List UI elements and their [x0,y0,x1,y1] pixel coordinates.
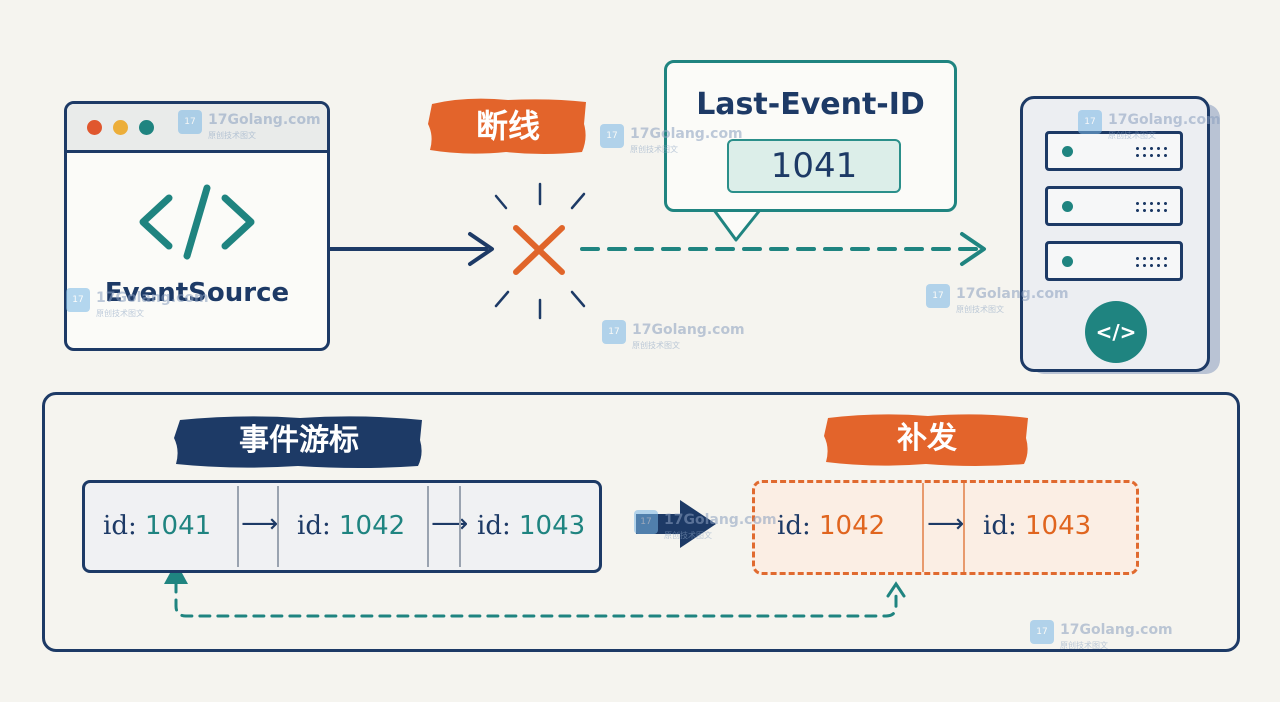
led-icon [1062,201,1073,212]
watermark-logo-icon: 17 [178,110,202,134]
cell-divider [963,483,965,572]
callout-title: Last-Event-ID [696,87,925,122]
watermark-logo-icon: 17 [1078,110,1102,134]
yellow-dot-icon [113,120,128,135]
green-dot-icon [139,120,154,135]
red-dot-icon [87,120,102,135]
server: </> [1020,96,1210,372]
event-cursor-label: 事件游标 [172,412,426,470]
disconnect-label: 断线 [426,94,590,158]
server-rack-1 [1045,131,1183,171]
watermark-logo-icon: 17 [66,288,90,312]
event-id-cell: id: 1041 [103,511,212,541]
client-arrowhead [468,232,494,266]
loop-arrowhead-right [886,581,906,598]
vent-icon [1134,200,1168,214]
cell-divider [459,486,461,567]
server-rack-3 [1045,241,1183,281]
watermark-logo-icon: 17 [1030,620,1054,644]
right-arrow-icon: ⟶ [241,509,279,539]
right-arrow-icon: ⟶ [431,509,469,539]
watermark: 17 17Golang.com 原创技术图文 [600,124,750,158]
watermark-logo-icon: 17 [600,124,624,148]
server-code-icon: </> [1085,301,1147,363]
cell-divider [427,486,429,567]
resend-box: id: 1042 ⟶ id: 1043 [752,480,1139,575]
watermark-logo-icon: 17 [602,320,626,344]
led-icon [1062,256,1073,267]
watermark: 17 17Golang.com 原创技术图文 [178,110,328,144]
break-spark-lines [494,182,586,320]
reconnect-arrowhead [960,232,986,266]
replay-panel [42,392,1240,652]
cell-divider [277,486,279,567]
eventsource-label: EventSource [104,278,290,308]
callout-tail [712,208,762,242]
watermark: 17 17Golang.com 原创技术图文 [602,320,752,354]
cell-divider [922,483,924,572]
resend-id-cell: id: 1042 [777,511,886,541]
watermark-logo-icon: 17 [634,510,658,534]
watermark: 17 17Golang.com 原创技术图文 [926,284,1076,318]
server-rack-2 [1045,186,1183,226]
vent-icon [1134,255,1168,269]
resend-id-cell: id: 1043 [983,511,1092,541]
resend-label: 补发 [822,410,1032,468]
watermark-logo-icon: 17 [926,284,950,308]
watermark: 17 17Golang.com 原创技术图文 [66,288,216,322]
led-icon [1062,146,1073,157]
right-arrow-icon: ⟶ [927,509,965,539]
loop-arrowhead-left [164,562,188,584]
disconnect-x-icon [513,225,565,275]
callout-id-value: 1041 [727,139,901,193]
last-event-id-callout: Last-Event-ID 1041 [664,60,957,212]
watermark: 17 17Golang.com 原创技术图文 [1030,620,1180,654]
event-cursor-box: id: 1041 ⟶ id: 1042 ⟶ id: 1043 [82,480,602,573]
feedback-dashed-loop [174,580,898,618]
event-id-cell: id: 1043 [477,511,586,541]
watermark: 17 17Golang.com 原创技术图文 [1078,110,1228,144]
watermark: 17 17Golang.com 原创技术图文 [634,510,784,544]
code-icon [139,184,255,260]
event-id-cell: id: 1042 [297,511,406,541]
cell-divider [237,486,239,567]
vent-icon [1134,145,1168,159]
